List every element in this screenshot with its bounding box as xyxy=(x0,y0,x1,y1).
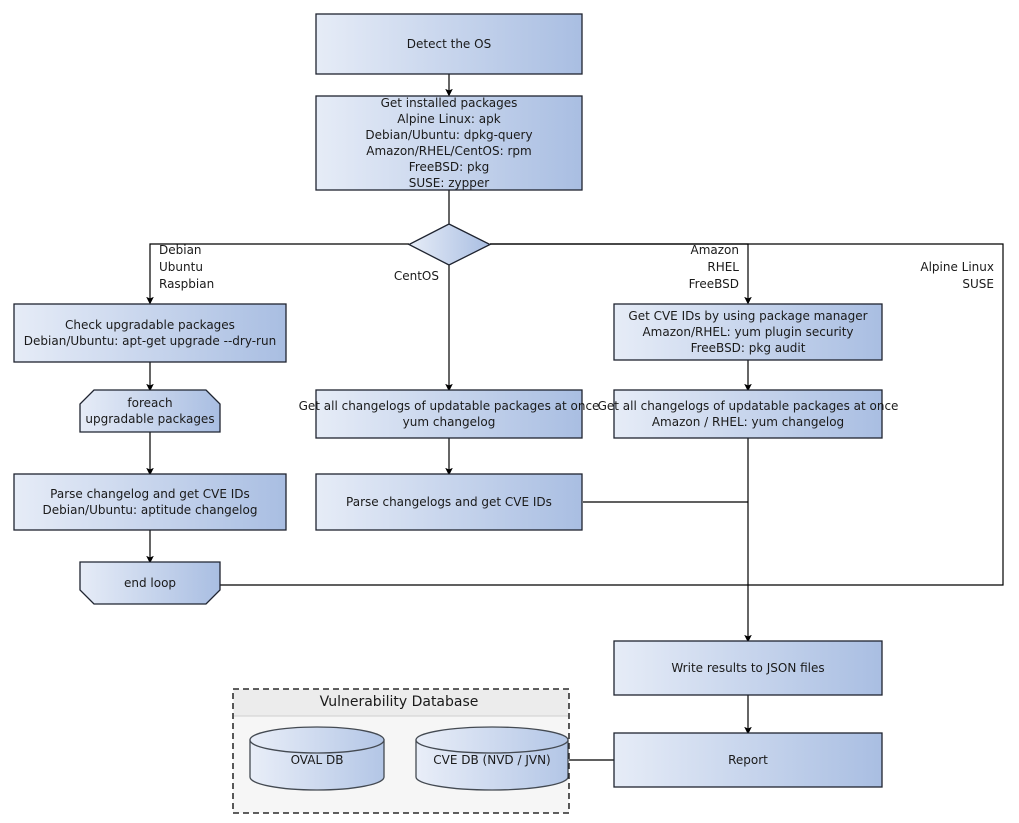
node-end-loop[interactable] xyxy=(79,561,221,605)
node-get-installed-packages[interactable] xyxy=(315,95,583,191)
node-detect-os[interactable] xyxy=(315,13,583,75)
text-line: Raspbian xyxy=(159,277,215,291)
group-title-vulnerability-database: Vulnerability Database xyxy=(234,694,564,710)
group-title-bar xyxy=(234,690,568,716)
text-line: Alpine Linux xyxy=(920,260,994,274)
text-line: Vulnerability Database xyxy=(319,694,479,710)
node-check-upgradable[interactable] xyxy=(13,303,287,363)
node-get-changelogs-centos[interactable] xyxy=(315,389,583,439)
edge-label-alpine-branch: Alpine Linux SUSE xyxy=(884,259,994,293)
connector-lines xyxy=(146,74,1004,761)
edge-label-centos-branch: CentOS xyxy=(329,268,439,285)
text-line: RHEL xyxy=(707,260,739,274)
node-parse-changelog-deb[interactable] xyxy=(13,473,287,531)
db-cylinder-cve[interactable] xyxy=(415,726,569,791)
edge-decision-debian xyxy=(146,243,409,305)
text-line: CentOS xyxy=(393,269,439,283)
text-line: Amazon xyxy=(690,243,740,257)
db-cylinder-oval[interactable] xyxy=(249,726,385,791)
node-get-changelogs-amazon[interactable] xyxy=(613,389,883,439)
node-report[interactable] xyxy=(613,732,883,788)
node-parse-changelogs-centos[interactable] xyxy=(315,473,583,531)
text-line: SUSE xyxy=(962,277,994,291)
edge-label-debian-branch: Debian Ubuntu Raspbian xyxy=(159,242,269,293)
edge-label-amazon-branch: Amazon RHEL FreeBSD xyxy=(629,242,739,293)
node-get-cve-ids-pkgmgr[interactable] xyxy=(613,303,883,361)
text-line: FreeBSD xyxy=(688,277,739,291)
edge-decision-alpine xyxy=(218,243,1004,586)
node-write-results[interactable] xyxy=(613,640,883,696)
node-foreach-loop[interactable] xyxy=(79,389,221,433)
text-line: Debian xyxy=(159,243,202,257)
node-os-decision[interactable] xyxy=(407,223,492,266)
text-line: Ubuntu xyxy=(159,260,203,274)
